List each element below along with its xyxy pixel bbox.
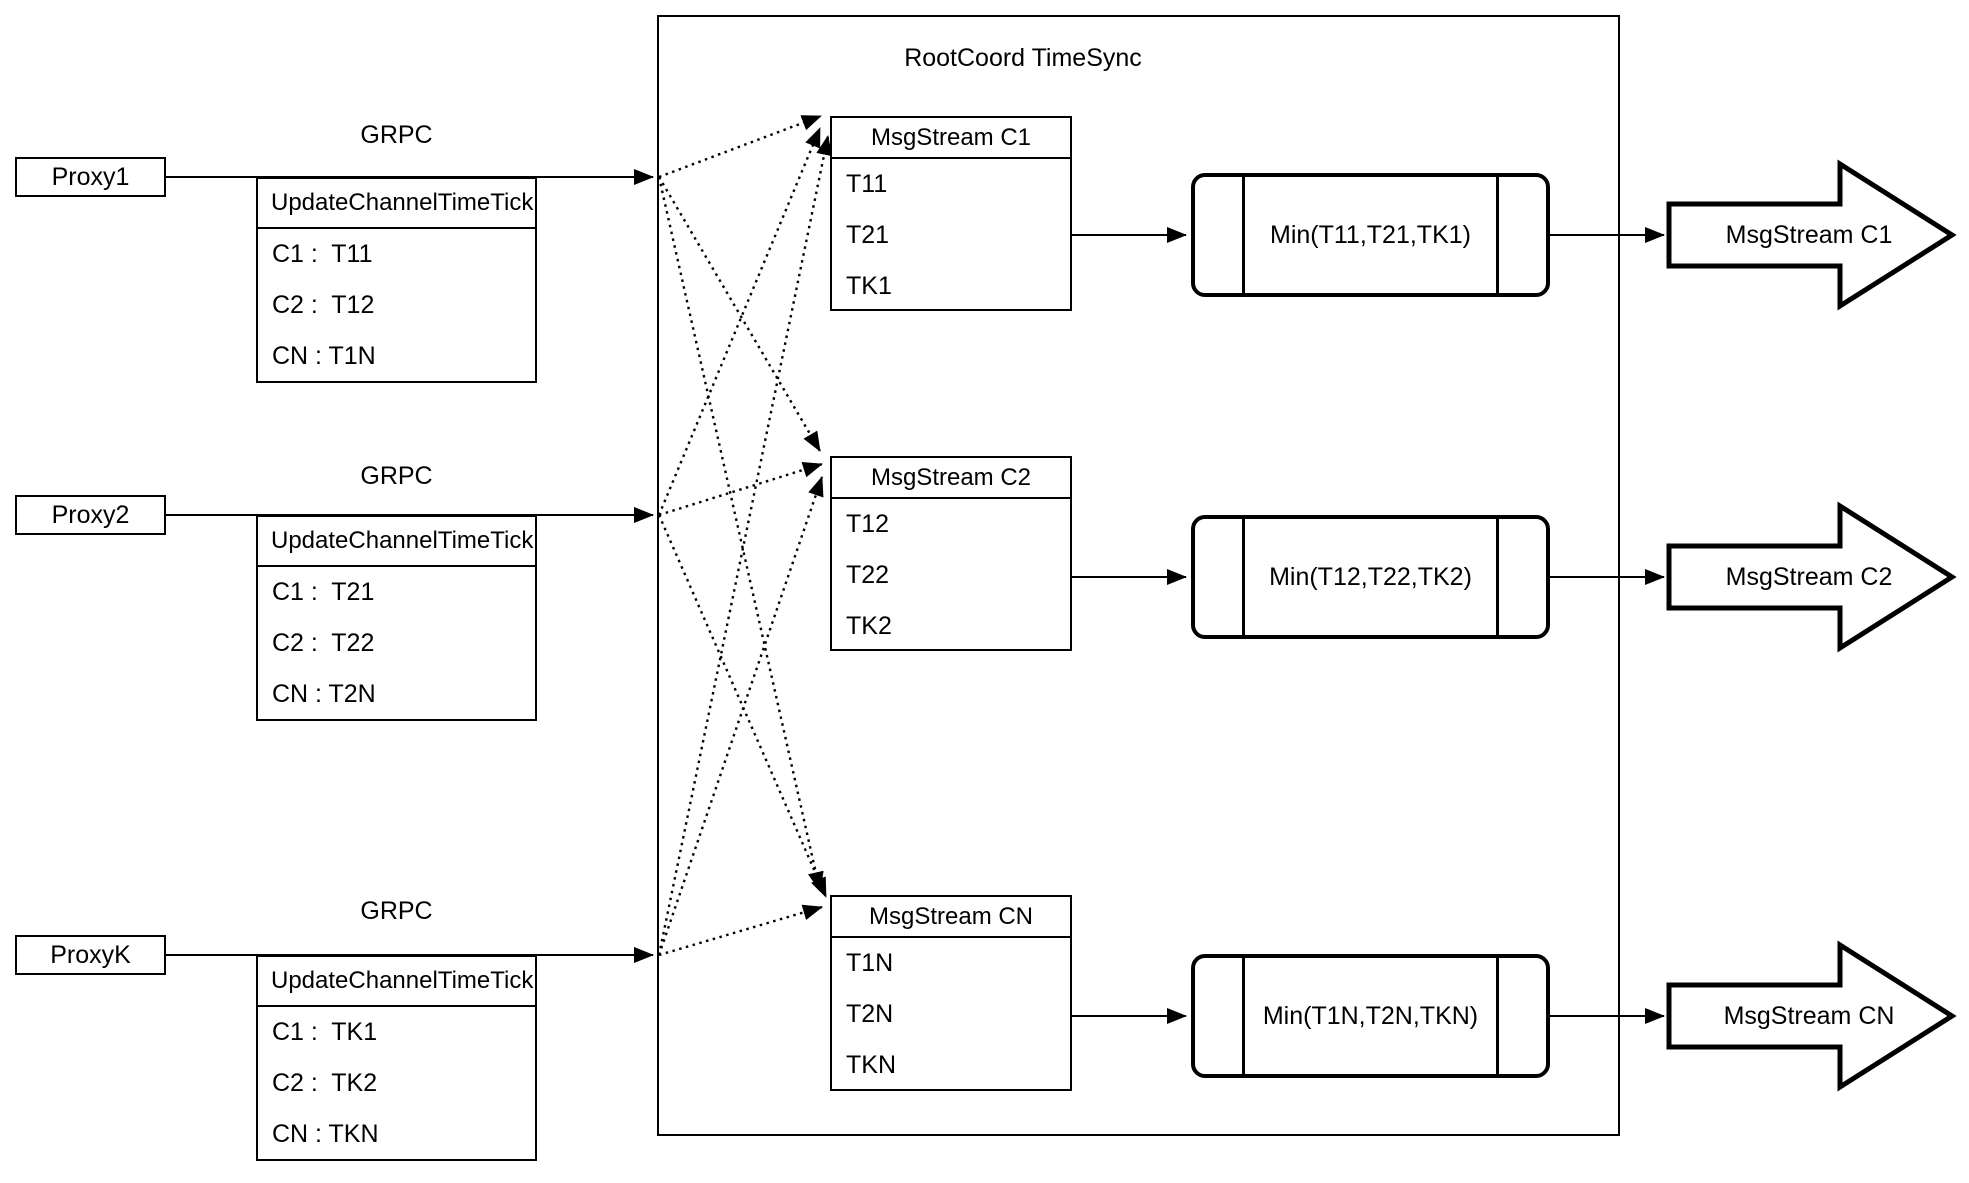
tick-value-row: T2N bbox=[846, 1000, 894, 1028]
output-arrow-shape-2 bbox=[1666, 501, 1957, 653]
grpc-label-1: GRPC bbox=[360, 121, 433, 149]
min-node-right-divider bbox=[1496, 177, 1499, 293]
grpc-label-2: GRPC bbox=[360, 462, 433, 490]
tick-value-row: T1N bbox=[846, 949, 894, 977]
min-node-left-divider bbox=[1242, 519, 1245, 635]
timetick-row: C2 : T22 bbox=[272, 629, 375, 657]
msgstream-c2-table: MsgStream C2 T12 T22 TK2 bbox=[830, 456, 1072, 651]
proxyk-box: ProxyK bbox=[15, 935, 166, 975]
timetick-table-header: UpdateChannelTimeTick bbox=[258, 179, 535, 229]
min-node-3: Min(T1N,T2N,TKN) bbox=[1191, 954, 1550, 1078]
timetick-row: C1 : TK1 bbox=[272, 1018, 378, 1046]
fanout-dotted-line-pk-c1 bbox=[657, 135, 832, 956]
fanout-dotted-line-p1-c2 bbox=[657, 176, 822, 452]
tick-value-row: T21 bbox=[846, 221, 890, 249]
timetick-row: C2 : TK2 bbox=[272, 1069, 378, 1097]
min-label: Min(T12,T22,TK2) bbox=[1269, 562, 1472, 591]
grpc-label-3: GRPC bbox=[360, 897, 433, 925]
tick-value-row: TKN bbox=[846, 1051, 896, 1079]
fanout-dotted-line-p1-c1 bbox=[658, 114, 822, 179]
rootcoord-title: RootCoord TimeSync bbox=[904, 44, 1142, 72]
output-arrow-label-2: MsgStream C2 bbox=[1725, 562, 1893, 591]
min-label: Min(T11,T21,TK1) bbox=[1270, 220, 1471, 249]
timetick-row: C2 : T12 bbox=[272, 291, 375, 319]
output-arrow-label-3: MsgStream CN bbox=[1723, 1001, 1895, 1030]
output-arrow-shape-1 bbox=[1666, 159, 1957, 311]
timetick-table-header: UpdateChannelTimeTick bbox=[258, 957, 535, 1007]
min-node-left-divider bbox=[1242, 177, 1245, 293]
tick-value-row: T12 bbox=[846, 510, 890, 538]
fanout-dotted-line-pk-cn bbox=[658, 904, 823, 957]
timetick-table-header: UpdateChannelTimeTick bbox=[258, 517, 535, 567]
msgstream-table-header: MsgStream CN bbox=[832, 897, 1070, 938]
output-arrow-label-1: MsgStream C1 bbox=[1725, 220, 1893, 249]
proxyk-timetick-table: UpdateChannelTimeTick C1 : TK1 C2 : TK2 … bbox=[256, 955, 537, 1161]
min-node-1: Min(T11,T21,TK1) bbox=[1191, 173, 1550, 297]
timetick-row: C1 : T21 bbox=[272, 578, 375, 606]
msgstream-cn-table: MsgStream CN T1N T2N TKN bbox=[830, 895, 1072, 1091]
fanout-dotted-line-p1-cn bbox=[657, 176, 824, 892]
min-node-left-divider bbox=[1242, 958, 1245, 1074]
msgstream-table-header: MsgStream C1 bbox=[832, 118, 1070, 159]
proxy2-box: Proxy2 bbox=[15, 495, 166, 535]
proxy1-box: Proxy1 bbox=[15, 157, 166, 197]
fanout-dotted-line-pk-c2 bbox=[657, 476, 824, 956]
tick-value-row: T22 bbox=[846, 561, 890, 589]
fanout-dotted-line-p2-c1 bbox=[657, 127, 822, 516]
fanout-dotted-line-p2-c2 bbox=[658, 462, 823, 517]
proxy2-timetick-table: UpdateChannelTimeTick C1 : T21 C2 : T22 … bbox=[256, 515, 537, 721]
output-arrow-shape-3 bbox=[1666, 940, 1957, 1092]
fanout-dotted-line-p2-cn bbox=[657, 514, 828, 898]
timetick-row: CN : TKN bbox=[272, 1120, 379, 1148]
msgstream-table-header: MsgStream C2 bbox=[832, 458, 1070, 499]
min-node-right-divider bbox=[1496, 958, 1499, 1074]
tick-value-row: T11 bbox=[846, 170, 888, 198]
tick-value-row: TK2 bbox=[846, 612, 892, 640]
timetick-row: CN : T2N bbox=[272, 680, 376, 708]
rootcoord-box bbox=[657, 15, 1620, 1136]
proxyk-label: ProxyK bbox=[50, 940, 131, 969]
min-label: Min(T1N,T2N,TKN) bbox=[1262, 1001, 1479, 1030]
msgstream-c1-table: MsgStream C1 T11 T21 TK1 bbox=[830, 116, 1072, 311]
min-node-2: Min(T12,T22,TK2) bbox=[1191, 515, 1550, 639]
min-node-right-divider bbox=[1496, 519, 1499, 635]
timetick-row: C1 : T11 bbox=[272, 240, 373, 268]
proxy1-label: Proxy1 bbox=[51, 162, 130, 191]
proxy2-label: Proxy2 bbox=[51, 500, 130, 529]
proxy1-timetick-table: UpdateChannelTimeTick C1 : T11 C2 : T12 … bbox=[256, 177, 537, 383]
timetick-row: CN : T1N bbox=[272, 342, 376, 370]
tick-value-row: TK1 bbox=[846, 272, 892, 300]
